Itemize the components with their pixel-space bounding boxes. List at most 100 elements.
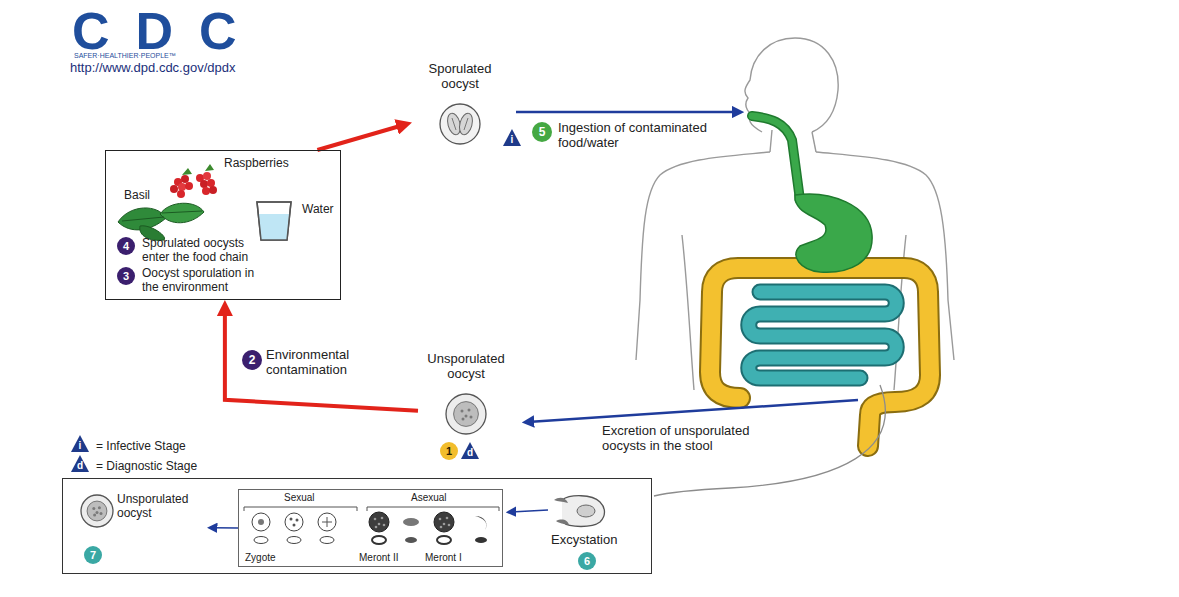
human-outline (682, 235, 694, 390)
merozoite (403, 518, 419, 526)
stage-triangle (71, 455, 89, 472)
human-outline (770, 130, 772, 152)
trophozoite (475, 537, 487, 543)
granule (470, 416, 473, 419)
sporont (87, 501, 107, 521)
food-name: Basil (124, 189, 150, 203)
oocyst-wall (440, 104, 480, 144)
meront (434, 512, 454, 532)
granule (100, 512, 103, 515)
oocyst-node: Unsporulated oocyst (77, 487, 207, 535)
callout-number: 7 (84, 546, 102, 564)
meront (443, 523, 446, 526)
stage-triangle (71, 435, 89, 452)
meront (439, 518, 442, 521)
excystation-drawing (577, 505, 595, 517)
raspberries (182, 164, 214, 175)
meront (448, 524, 451, 527)
stage-triangle (503, 129, 521, 146)
excystation-drawing (554, 498, 568, 503)
stage-marker-letter: d (72, 460, 88, 472)
step-text: Oocyst sporulation in the environment (142, 267, 272, 295)
legend-entry: = Infective Stage (96, 436, 186, 454)
gamete-stage (296, 519, 299, 522)
raspberries (181, 175, 189, 183)
stage-name: Sporulated oocyst (412, 62, 508, 92)
water-glass (257, 202, 291, 240)
raspberries (178, 183, 186, 191)
gamete-stage (254, 537, 268, 544)
flow-arrow (212, 527, 238, 529)
callout-number: 6 (578, 552, 596, 570)
raspberries (209, 186, 217, 194)
flow-arrow (528, 400, 858, 422)
stage-name: Meront I (425, 552, 462, 564)
stage-marker-letter: d (462, 447, 478, 459)
host-cycle-box: Excystation Unsporulated oocyst Sexual Asex… (62, 478, 652, 574)
phase-name: Asexual (411, 492, 447, 504)
meront (446, 517, 449, 520)
gamete-stage (290, 518, 293, 521)
oocyst-wall (446, 394, 486, 434)
stage-name: Excystation (551, 533, 617, 548)
human-outline (636, 38, 954, 390)
meront (378, 523, 381, 526)
callout-number: 1 (440, 442, 458, 460)
excystation-drawing (556, 520, 569, 525)
basil-leaves (122, 211, 202, 221)
colon (710, 268, 930, 446)
meront (437, 536, 451, 544)
gamete-stage (293, 524, 296, 527)
meront (440, 526, 443, 529)
food-name: Raspberries (224, 157, 289, 171)
stage-name: Zygote (245, 552, 276, 564)
human-outline (812, 132, 816, 152)
oocyst-node: Sporulated oocyst (412, 62, 512, 146)
stage-marker-letter: i (504, 134, 520, 146)
excystation-drawing (554, 496, 605, 527)
food-name: Water (302, 203, 334, 217)
phase-name: Sexual (284, 492, 315, 504)
raspberries (207, 179, 215, 187)
raspberries (202, 187, 210, 195)
oocyst-node: Unsporulated oocyst (418, 352, 518, 436)
granule (98, 506, 101, 509)
gamete-stage (322, 517, 332, 527)
meront (375, 526, 378, 529)
oocyst-wall (81, 495, 113, 527)
merozoite (405, 537, 417, 543)
stage-bracket (244, 507, 357, 511)
stage-triangle (461, 442, 479, 459)
callout-number: 3 (117, 267, 135, 285)
flow-arrow (511, 112, 858, 512)
flow-arrow (516, 111, 738, 114)
water-glass (257, 202, 291, 240)
gamete-stage (320, 537, 334, 544)
raspberries (170, 164, 217, 198)
legend-text: = Diagnostic Stage (96, 459, 197, 473)
meront (369, 512, 389, 532)
raspberries (203, 172, 211, 180)
food-chain-box: RaspberriesBasilWaterSporulated oocysts … (105, 150, 341, 300)
raspberries (185, 182, 193, 190)
gamete-stage (285, 513, 303, 531)
step-text: Sporulated oocysts enter the food chain (142, 237, 272, 265)
legend-text: = Infective Stage (96, 439, 186, 453)
granule (465, 415, 468, 418)
raspberries (170, 185, 178, 193)
meront (374, 518, 377, 521)
stage-name: Meront II (359, 552, 398, 564)
granule (92, 507, 95, 510)
stage-bracket (367, 507, 499, 511)
callout-number: 5 (532, 122, 552, 142)
flow-arrow (511, 510, 548, 512)
granule (96, 511, 99, 514)
meront (372, 536, 386, 544)
sporozoite (475, 516, 487, 530)
esophagus-stomach (795, 194, 872, 272)
source-url: http://www.dpd.cdc.gov/dpdx (70, 61, 235, 76)
step-text: Excretion of unsporulated oocysts in the… (602, 424, 767, 454)
